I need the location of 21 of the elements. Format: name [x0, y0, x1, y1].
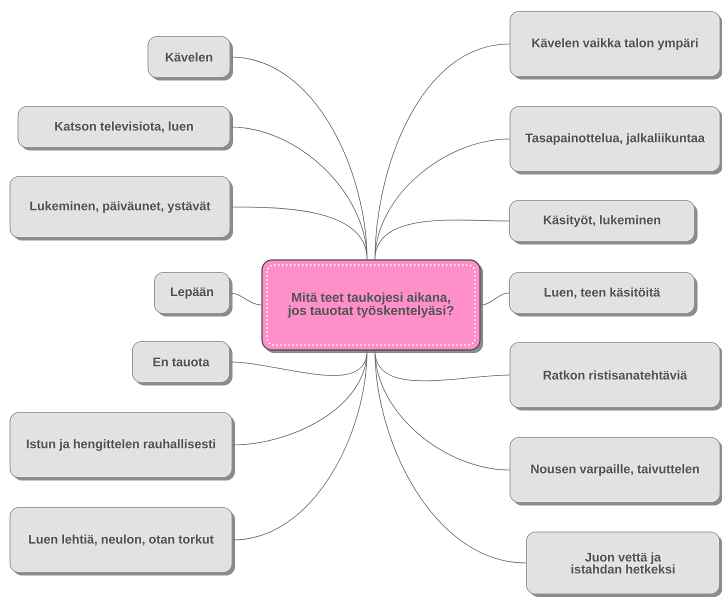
- answer-box: Luen, teen käsitöitä: [509, 272, 698, 316]
- answer-box: Ratkon ristisanatehtäviä: [510, 342, 722, 410]
- answer-box: Katson televisiota, luen: [18, 106, 233, 150]
- connector-line: [232, 350, 368, 540]
- answer-box: Juon vettä ja istahdan hetkeksi: [526, 532, 722, 597]
- connector-line: [230, 292, 262, 306]
- answer-box: Lukeminen, päiväunet, ystävät: [10, 176, 233, 240]
- central-question-box: Mitä teet taukojesi aikana, jos tauotat työskentelyäsi?: [261, 259, 483, 353]
- answer-box: Käsityöt, lukeminen: [509, 200, 698, 244]
- answer-box: Luen lehtiä, neulon, otan torkut: [10, 507, 235, 576]
- answer-box: Istun ja hengittelen rauhallisesti: [10, 412, 235, 480]
- answer-box: Lepään: [154, 272, 232, 316]
- answer-box: Nousen varpaille, taivuttelen: [510, 437, 722, 506]
- connector-line: [374, 350, 526, 564]
- answer-box: Kävelen: [148, 36, 233, 80]
- answer-box: Kävelen vaikka talon ympäri: [510, 11, 722, 80]
- connector-line: [230, 206, 368, 260]
- answer-box: En tauota: [132, 341, 232, 386]
- connector-line: [480, 292, 510, 306]
- answer-box: Tasapainottelua, jalkaliikuntaa: [510, 106, 722, 174]
- connector-line: [374, 220, 510, 260]
